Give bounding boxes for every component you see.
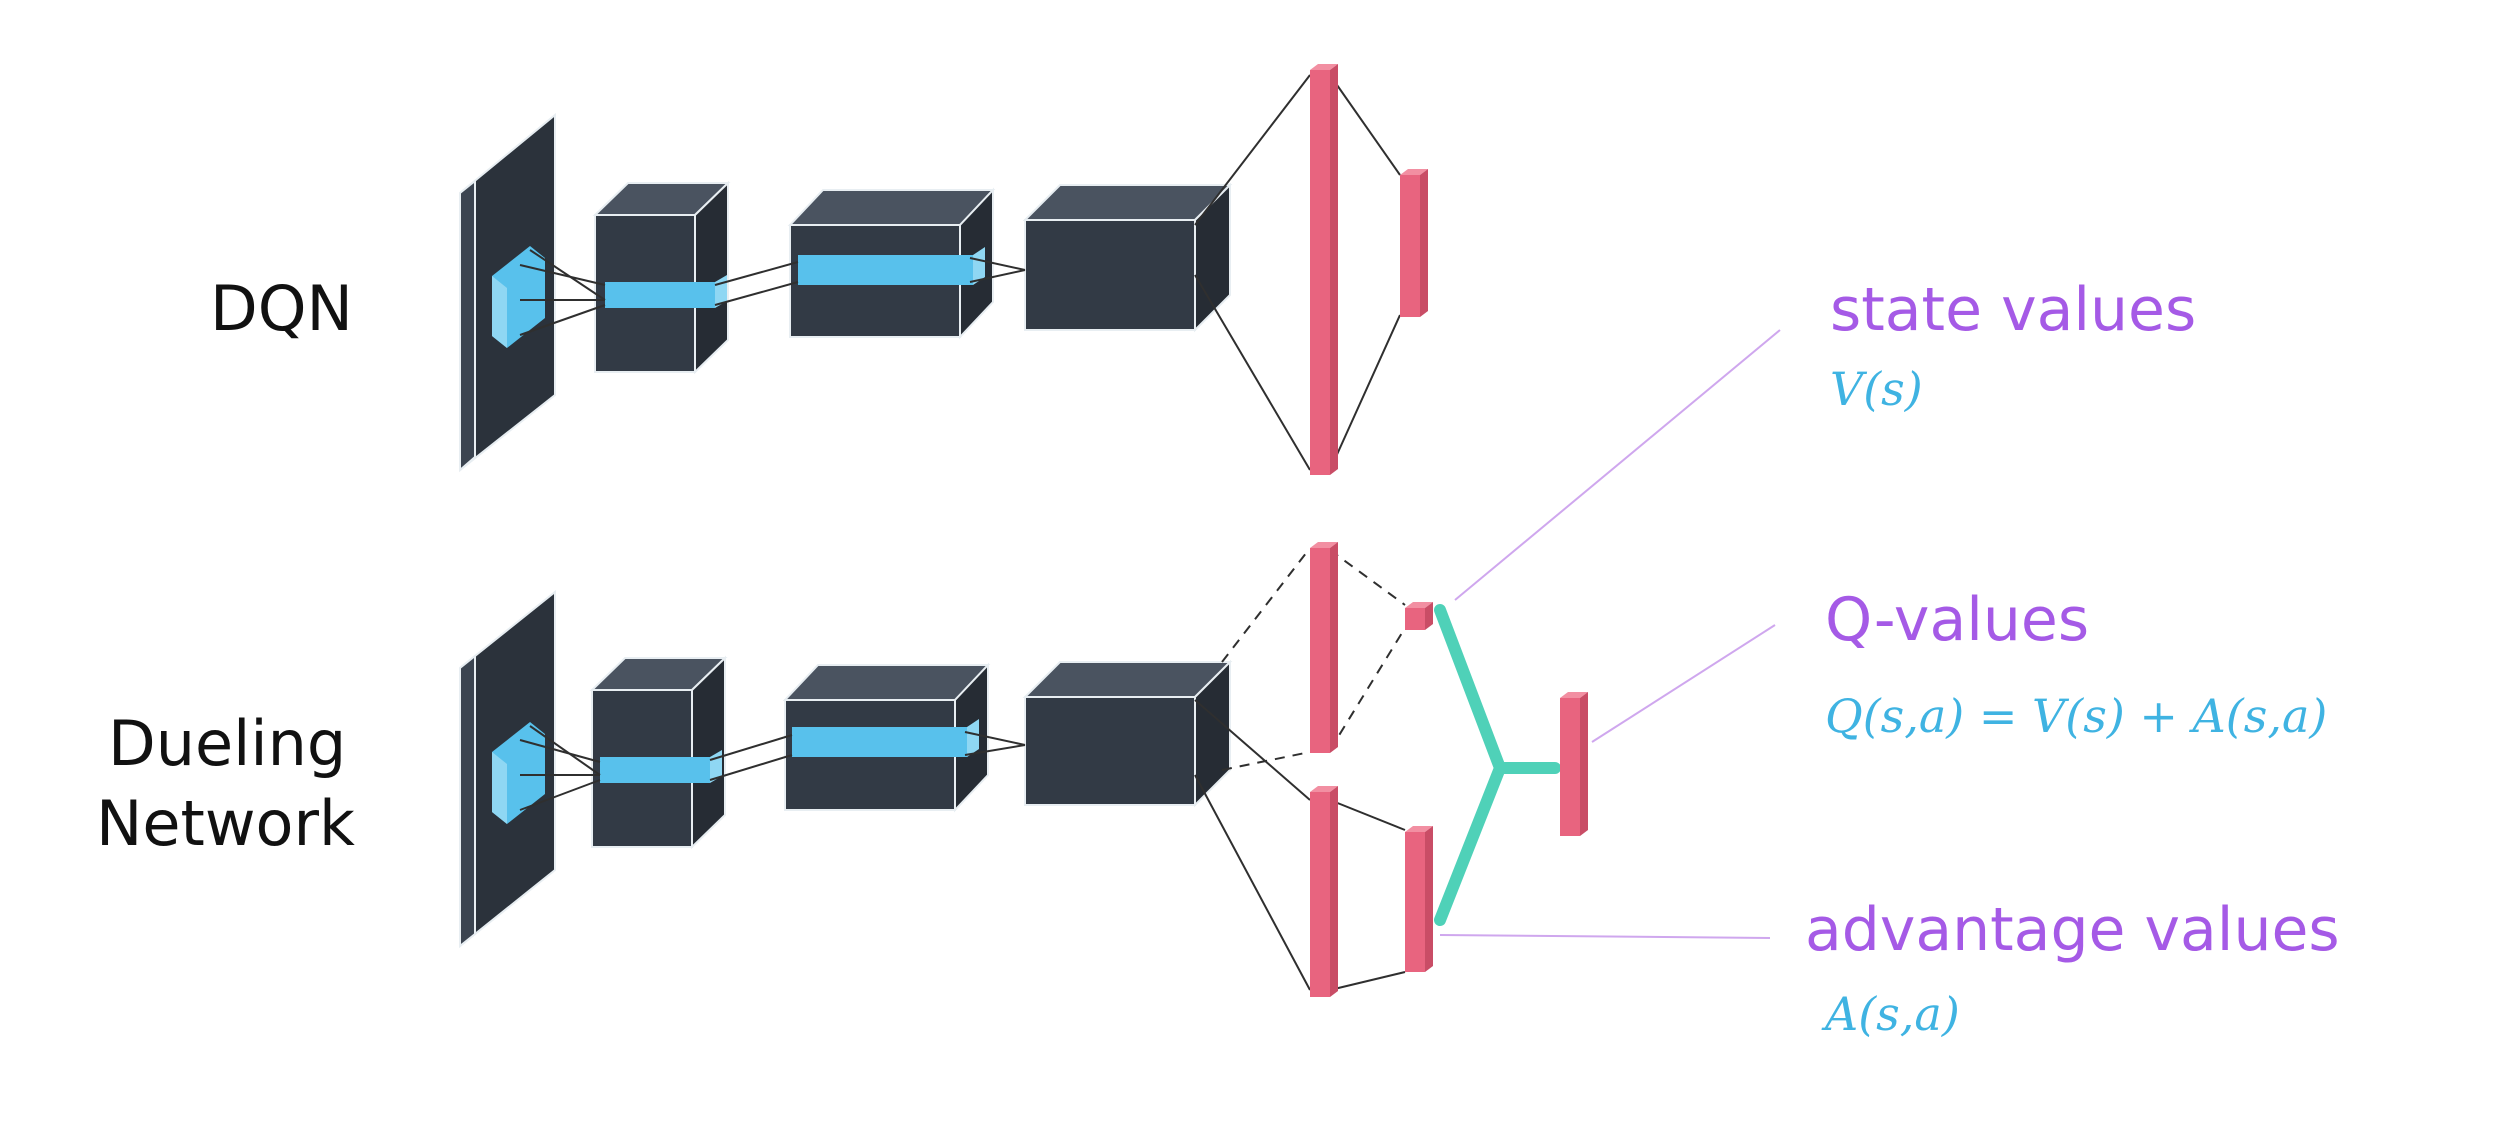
state-values-callout-line [1454,329,1781,601]
state-values-title: state values [1830,275,2196,345]
dqn-fc1-layer [1310,64,1338,475]
dqn-conv2-block [787,187,996,340]
dueling-conv2-kernel [792,727,967,757]
state-values-formula: V(s) [1830,362,1923,416]
advantage-values-callout-line [1439,934,1771,939]
dueling-label-line1: Dueling [108,707,346,780]
dueling-conv2-block [782,662,991,813]
dqn-conv3-block [1022,182,1233,333]
dueling-input-layer [459,589,556,949]
dqn-label: DQN [210,272,353,345]
dueling-value-fc-layer [1310,542,1338,753]
dqn-conv1-block [592,180,731,375]
dqn-conv1-kernel [605,282,715,308]
state-value-output [1405,602,1433,630]
dueling-connections [519,547,1406,991]
dqn-input-layer [459,112,556,473]
q-values-callout-line [1591,624,1776,743]
advantage-values-formula: A(s,a) [1821,987,1960,1041]
dqn-conv2-kernel [798,255,973,285]
callouts: state values V(s) Q-values Q(s,a) = V(s)… [1439,275,2340,1041]
dueling-conv1-block [589,655,728,850]
q-values-output [1560,692,1588,836]
dqn-fc2-output [1400,169,1428,317]
advantage-values-title: advantage values [1805,895,2340,965]
dqn-row: DQN [210,64,1428,475]
dueling-conv3-block [1022,659,1233,808]
q-values-title: Q-values [1825,585,2089,655]
advantage-values-output [1405,826,1433,972]
dueling-row: Dueling Network [96,542,1588,997]
dqn-connections [519,74,1401,471]
q-values-formula: Q(s,a) = V(s) + A(s,a) [1825,689,2327,743]
dueling-label-line2: Network [96,787,355,860]
dueling-conv1-kernel [600,757,710,783]
aggregation-merge [1434,604,1506,926]
dueling-advantage-fc-layer [1310,786,1338,997]
